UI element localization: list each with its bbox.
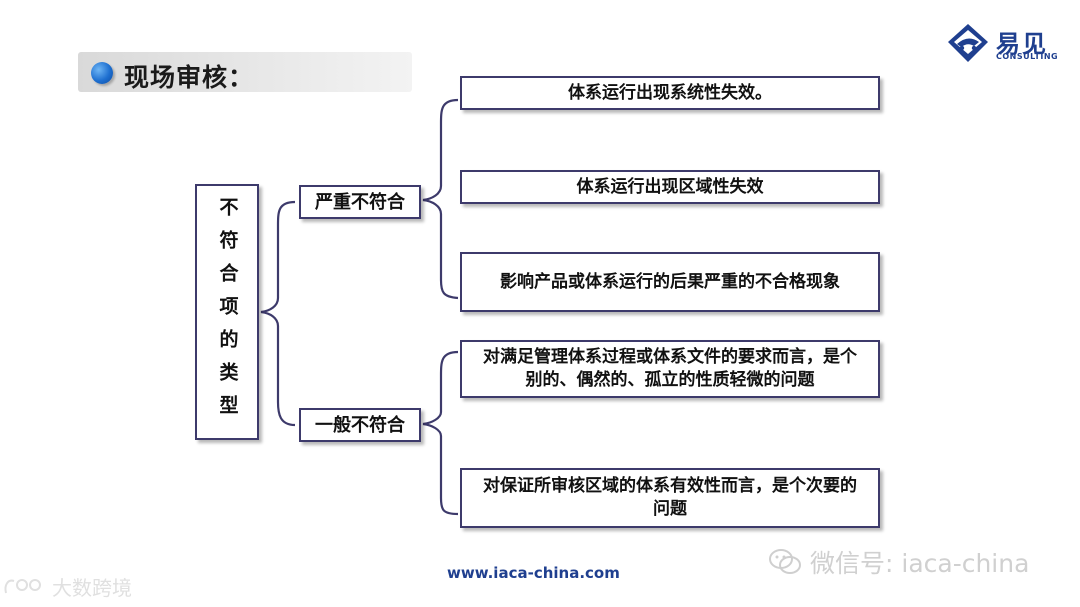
website-url: www.iaca-china.com [447, 564, 620, 582]
company-logo-icon [948, 24, 988, 62]
leaf-node: 体系运行出现区域性失效 [460, 170, 880, 204]
leaf-node: 体系运行出现系统性失效。 [460, 76, 880, 110]
wechat-icon [769, 549, 801, 574]
logo-name: 易见 [996, 30, 1048, 58]
section-title-bar [78, 52, 412, 92]
wechat-watermark: 微信号: iaca-china [768, 544, 1029, 580]
brand-watermark-icon [4, 578, 41, 593]
section-title: 现场审核： [124, 63, 255, 92]
bullet-dot-icon [91, 62, 113, 84]
root-node: 不符合项的类型 [195, 184, 259, 440]
upper-brace [422, 98, 459, 300]
lower-brace [422, 350, 459, 516]
leaf-node: 影响产品或体系运行的后果严重的不合格现象 [460, 252, 880, 312]
wechat-id: 微信号: iaca-china [810, 549, 1030, 578]
brand-watermark: 大数跨境 [2, 572, 132, 601]
leaf-node: 对满足管理体系过程或体系文件的要求而言，是个别的、偶然的、孤立的性质轻微的问题 [460, 340, 880, 398]
root-brace [260, 200, 296, 427]
branch-serious-nonconformity: 严重不符合 [299, 185, 421, 219]
branch-general-nonconformity: 一般不符合 [299, 408, 421, 442]
brand-watermark-text: 大数跨境 [52, 576, 132, 600]
leaf-node: 对保证所审核区域的体系有效性而言，是个次要的问题 [460, 468, 880, 528]
logo-subtitle: CONSULTING [996, 52, 1059, 61]
